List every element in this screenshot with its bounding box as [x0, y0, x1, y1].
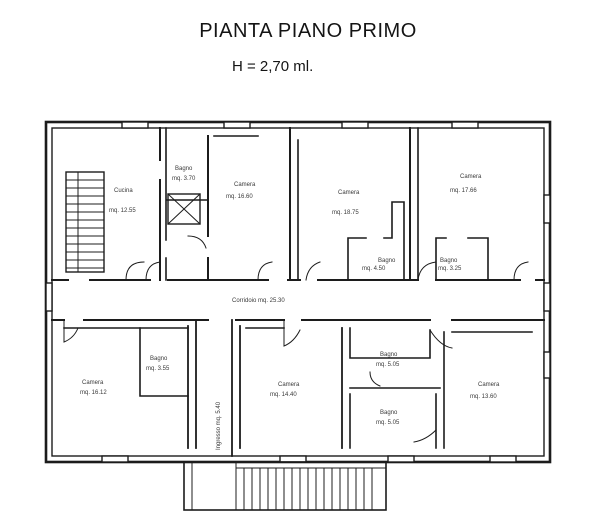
room2-name: Camera — [338, 190, 360, 196]
door-swing — [417, 261, 437, 281]
entrance-stairs — [183, 461, 387, 511]
bath5-walls — [349, 327, 441, 389]
window — [101, 455, 129, 463]
room6-name: Camera — [478, 382, 500, 388]
window — [223, 121, 251, 129]
stair-hall-right — [231, 319, 241, 457]
window — [45, 282, 53, 312]
bath3-walls — [435, 237, 489, 281]
door-swing — [369, 371, 381, 387]
kitchen-area: mq. 12.55 — [109, 208, 136, 214]
room1-name: Camera — [234, 182, 256, 188]
bath3-name: Bagno — [440, 258, 458, 264]
room2-area: mq. 18.75 — [332, 210, 359, 216]
wall-room4-right — [187, 319, 197, 449]
bath6-name: Bagno — [380, 410, 398, 416]
window — [279, 455, 307, 463]
bath6-walls — [349, 393, 437, 449]
window — [121, 121, 149, 129]
shaft-cross — [167, 193, 201, 225]
bath4-area: mq. 3.55 — [146, 366, 170, 372]
door-swing — [429, 329, 453, 349]
bath2-area: mq. 4.50 — [362, 266, 386, 272]
room4-name: Camera — [82, 380, 104, 386]
door-swing — [125, 261, 145, 281]
room4-area: mq. 16.12 — [80, 390, 107, 396]
window — [451, 121, 479, 129]
entrance-stair-treads — [191, 461, 387, 511]
stair-treads — [65, 171, 105, 273]
room3-area: mq. 17.66 — [450, 188, 477, 194]
stair-block — [65, 171, 105, 273]
bath2-name: Bagno — [378, 258, 396, 264]
stair-hall-label: Ingresso mq. 5.40 — [216, 401, 222, 450]
kitchen-name: Cucina — [114, 188, 133, 194]
window — [341, 121, 369, 129]
window — [387, 455, 415, 463]
window — [489, 455, 517, 463]
bath-top-name: Bagno — [175, 166, 193, 172]
room3-name: Camera — [460, 174, 482, 180]
room5-name: Camera — [278, 382, 300, 388]
wall-bath-top — [165, 127, 209, 281]
bath6-area: mq. 5.05 — [376, 420, 400, 426]
bath-top-area: mq. 3.70 — [172, 176, 196, 182]
door-swing — [513, 261, 529, 281]
room6-area: mq. 13.60 — [470, 394, 497, 400]
window — [543, 282, 551, 312]
bath4-walls — [139, 327, 189, 397]
window — [543, 194, 551, 224]
shaft — [167, 193, 201, 225]
door-swing — [257, 261, 273, 281]
door-swing — [145, 261, 161, 281]
height-note: H = 2,70 ml. — [232, 58, 314, 75]
window — [543, 351, 551, 379]
bath5-name: Bagno — [380, 352, 398, 358]
room5-area: mq. 14.40 — [270, 392, 297, 398]
bath4-name: Bagno — [150, 356, 168, 362]
bath5-area: mq. 5.05 — [376, 362, 400, 368]
plan-title: PIANTA PIANO PRIMO — [199, 20, 417, 42]
door-swing — [63, 319, 79, 343]
door-swing — [283, 319, 301, 347]
door-swing — [305, 261, 321, 281]
room1-area: mq. 16.60 — [226, 194, 253, 200]
bath3-area: mq. 3.25 — [438, 266, 462, 272]
door-swing — [413, 429, 437, 443]
corridor-label: Corridoio mq. 25.30 — [232, 298, 285, 304]
door-swing — [187, 235, 207, 249]
bath2-walls — [347, 201, 405, 281]
